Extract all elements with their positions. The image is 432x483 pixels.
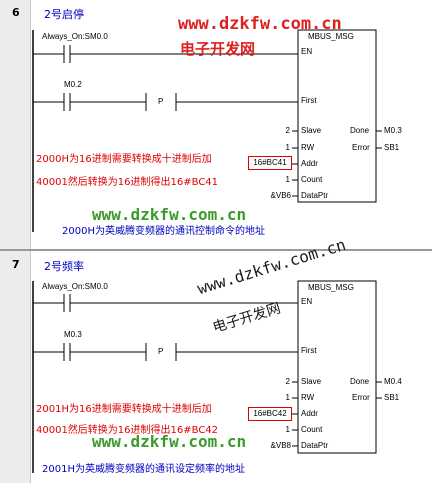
network-7-addr-value[interactable]: 16#BC42 — [248, 407, 292, 421]
network-6-rungs — [32, 29, 382, 232]
network-7-pin-addr: Addr — [301, 409, 318, 418]
watermark-url-top: www.dzkfw.com.cn — [178, 14, 342, 34]
network-6-addr-value[interactable]: 16#BC41 — [248, 156, 292, 170]
network-7-dataptr-value[interactable]: &VB8 — [270, 441, 291, 450]
network-7-red-note-2: 40001然后转换为16进制得出16#BC42 — [36, 425, 219, 436]
network-separator — [0, 249, 432, 251]
network-6-pin-dataptr: DataPtr — [301, 191, 329, 200]
network-6-red-note-2: 40001然后转换为16进制得出16#BC41 — [36, 177, 219, 188]
network-6-pin-rw: RW — [301, 143, 315, 152]
network-6-red-note-1: 2000H为16进制需要转换成十进制后加 — [36, 154, 212, 165]
network-6-title[interactable]: 2号启停 — [44, 8, 84, 21]
network-7-rungs — [32, 280, 382, 473]
network-6-rw-value[interactable]: 1 — [285, 143, 290, 152]
network-6-pin-done: Done — [350, 126, 370, 135]
network-6-error-value[interactable]: SB1 — [384, 143, 400, 152]
network-6-pin-addr: Addr — [301, 159, 318, 168]
network-7-done-value[interactable]: M0.4 — [384, 377, 402, 386]
network-6-count-value[interactable]: 1 — [285, 175, 290, 184]
network-7-blue-note: 2001H为英威腾变频器的通讯设定频率的地址 — [42, 464, 245, 475]
network-7-pin-error: Error — [352, 393, 370, 402]
network-7-contact1-label: Always_On:SM0.0 — [42, 282, 108, 291]
network-7-pin-slave: Slave — [301, 377, 322, 386]
network-7-count-value[interactable]: 1 — [285, 425, 290, 434]
network-7-block-name: MBUS_MSG — [308, 283, 354, 292]
network-6-blue-note: 2000H为英威腾变频器的通讯控制命令的地址 — [62, 226, 265, 237]
network-7-ladder[interactable] — [0, 251, 432, 483]
network-6-dataptr-value[interactable]: &VB6 — [270, 191, 291, 200]
network-7-pin-count: Count — [301, 425, 323, 434]
network-7-error-value[interactable]: SB1 — [384, 393, 400, 402]
network-6-number: 6 — [12, 6, 20, 19]
network-7-p-label: P — [158, 347, 164, 356]
network-6-contact2-label: M0.2 — [64, 80, 82, 89]
network-7-slave-value[interactable]: 2 — [285, 377, 290, 386]
watermark-url-middle: www.dzkfw.com.cn — [92, 205, 247, 224]
watermark-url-bottom: www.dzkfw.com.cn — [92, 432, 247, 451]
watermark-site-top: 电子开发网 — [180, 40, 256, 58]
network-6-pin-error: Error — [352, 143, 370, 152]
network-7-pin-dataptr: DataPtr — [301, 441, 329, 450]
network-6-pin-count: Count — [301, 175, 323, 184]
network-7-rw-value[interactable]: 1 — [285, 393, 290, 402]
network-6-slave-value[interactable]: 2 — [285, 126, 290, 135]
network-6-p-label: P — [158, 97, 164, 106]
network-7-pin-rw: RW — [301, 393, 315, 402]
network-7-contact2-label: M0.3 — [64, 330, 82, 339]
network-7-pin-en: EN — [301, 297, 313, 306]
network-7-pin-first: First — [301, 346, 317, 355]
network-7-number: 7 — [12, 258, 20, 271]
network-7-gutter — [0, 251, 31, 483]
network-6-block-name: MBUS_MSG — [308, 32, 354, 41]
network-6-gutter — [0, 0, 31, 249]
network-6-done-value[interactable]: M0.3 — [384, 126, 402, 135]
network-7-title[interactable]: 2号频率 — [44, 260, 84, 273]
network-6-pin-slave: Slave — [301, 126, 322, 135]
network-6-pin-first: First — [301, 96, 317, 105]
network-6-pin-en: EN — [301, 47, 313, 56]
network-7-pin-done: Done — [350, 377, 370, 386]
network-7-red-note-1: 2001H为16进制需要转换成十进制后加 — [36, 404, 212, 415]
network-6-ladder[interactable] — [0, 0, 432, 249]
network-6-contact1-label: Always_On:SM0.0 — [42, 32, 108, 41]
